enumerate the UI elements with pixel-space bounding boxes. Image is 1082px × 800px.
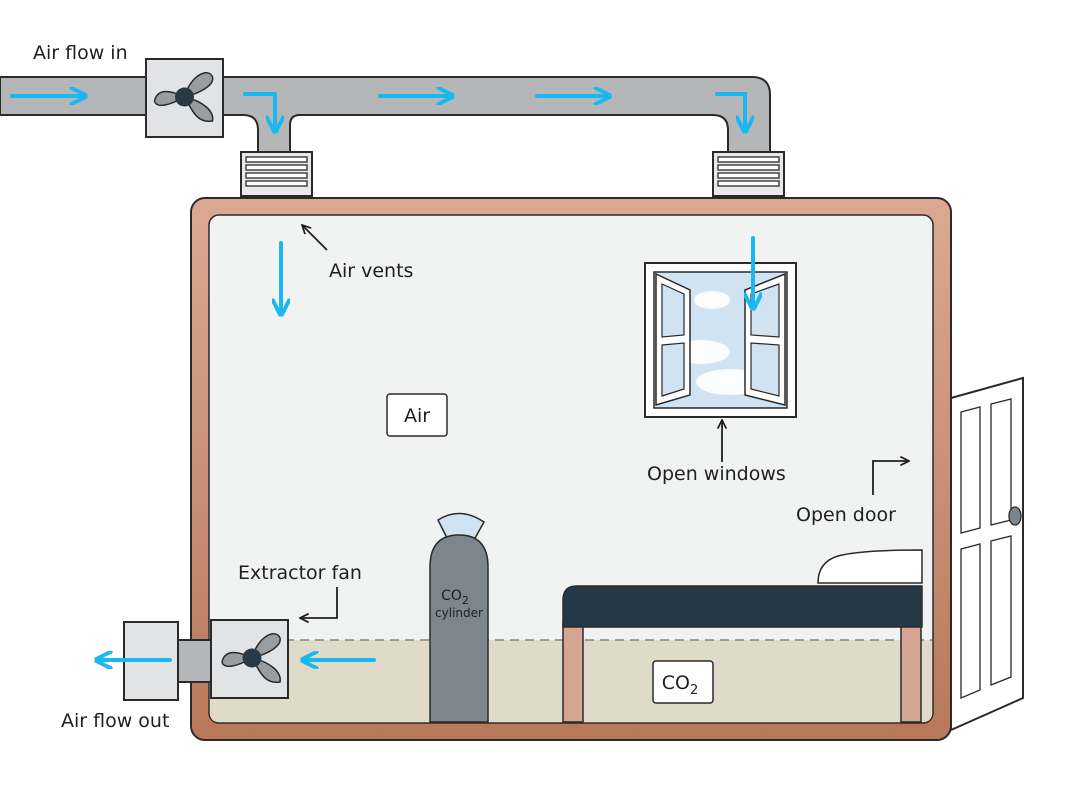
door-knob: [1008, 506, 1022, 526]
pointer-extractor-fan: [300, 587, 338, 618]
open-window: [644, 262, 797, 418]
airflow-arrows: [10, 92, 753, 660]
co2-cylinder: CO2 cylinder: [429, 512, 489, 723]
cylinder-co-text: CO: [441, 588, 462, 604]
label-co2: CO: [662, 672, 690, 694]
cylinder-co-subscript: 2: [462, 594, 469, 607]
pointer-open-door: [872, 461, 909, 495]
co2-label-box: CO2: [652, 660, 714, 704]
arrow-down-right-vent: [715, 92, 745, 130]
label-extractor-fan: Extractor fan: [238, 562, 362, 584]
vent-grille-icon: [717, 156, 780, 187]
vent-grille-icon: [245, 156, 308, 187]
pointer-air-vents: [302, 225, 328, 251]
cylinder-word: cylinder: [435, 606, 483, 620]
label-open-windows: Open windows: [647, 463, 786, 485]
air-vent-left: [240, 151, 313, 197]
svg-text:CO2: CO2: [662, 672, 699, 698]
arrow-down-left-vent: [243, 92, 275, 130]
open-door: [950, 376, 1024, 732]
svg-text:CO2: CO2: [441, 588, 469, 607]
label-air-flow-out: Air flow out: [61, 710, 169, 732]
air-vent-right: [712, 151, 785, 197]
fan-icon: [153, 72, 214, 123]
label-air-vents: Air vents: [329, 260, 413, 282]
label-air: Air: [404, 405, 430, 427]
air-duct: [0, 76, 771, 156]
bed: [562, 549, 923, 723]
fan-icon: [221, 633, 281, 684]
label-co2-subscript: 2: [690, 683, 698, 698]
pillow: [817, 549, 923, 584]
pointer-arrows: [300, 225, 909, 618]
label-open-door: Open door: [796, 504, 896, 526]
label-air-flow-in: Air flow in: [33, 42, 128, 64]
air-label-box: Air: [386, 393, 448, 437]
inlet-fan: [145, 58, 224, 138]
